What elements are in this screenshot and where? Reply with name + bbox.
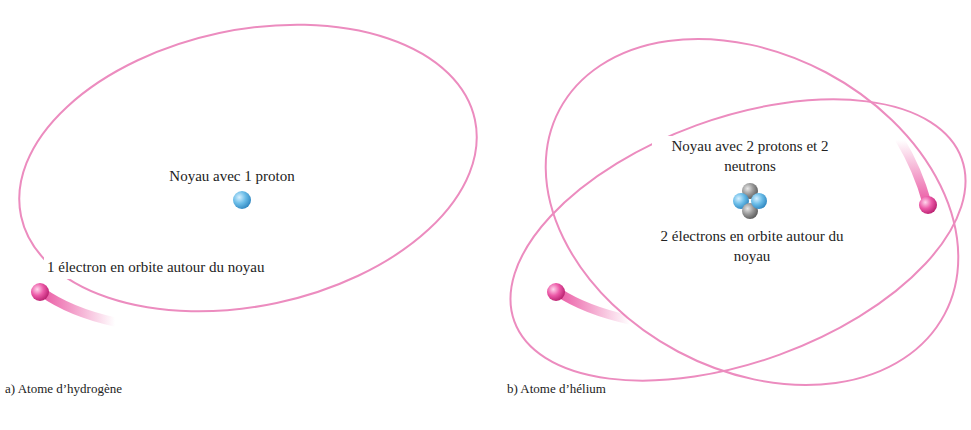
proton xyxy=(233,191,251,209)
electron-label: 1 électron en orbite autour du noyau xyxy=(44,257,267,279)
nucleus xyxy=(733,183,767,219)
electron xyxy=(31,283,49,301)
orbit xyxy=(0,0,504,351)
orbit xyxy=(473,44,971,430)
caption: b) Atome d’hélium xyxy=(504,380,609,399)
electron xyxy=(547,283,565,301)
electron-label: 2 électrons en orbite autour du noyau xyxy=(642,226,863,267)
nucleus-label: Noyau avec 1 proton xyxy=(166,166,297,188)
electron xyxy=(919,196,937,214)
electron-trail xyxy=(558,292,630,320)
caption: a) Atome d’hydrogène xyxy=(2,380,125,399)
electron-trail xyxy=(900,140,927,203)
nucleus-label: Noyau avec 2 protons et 2 neutrons xyxy=(652,136,848,177)
electron-trail xyxy=(42,292,115,322)
orbit xyxy=(485,0,971,430)
